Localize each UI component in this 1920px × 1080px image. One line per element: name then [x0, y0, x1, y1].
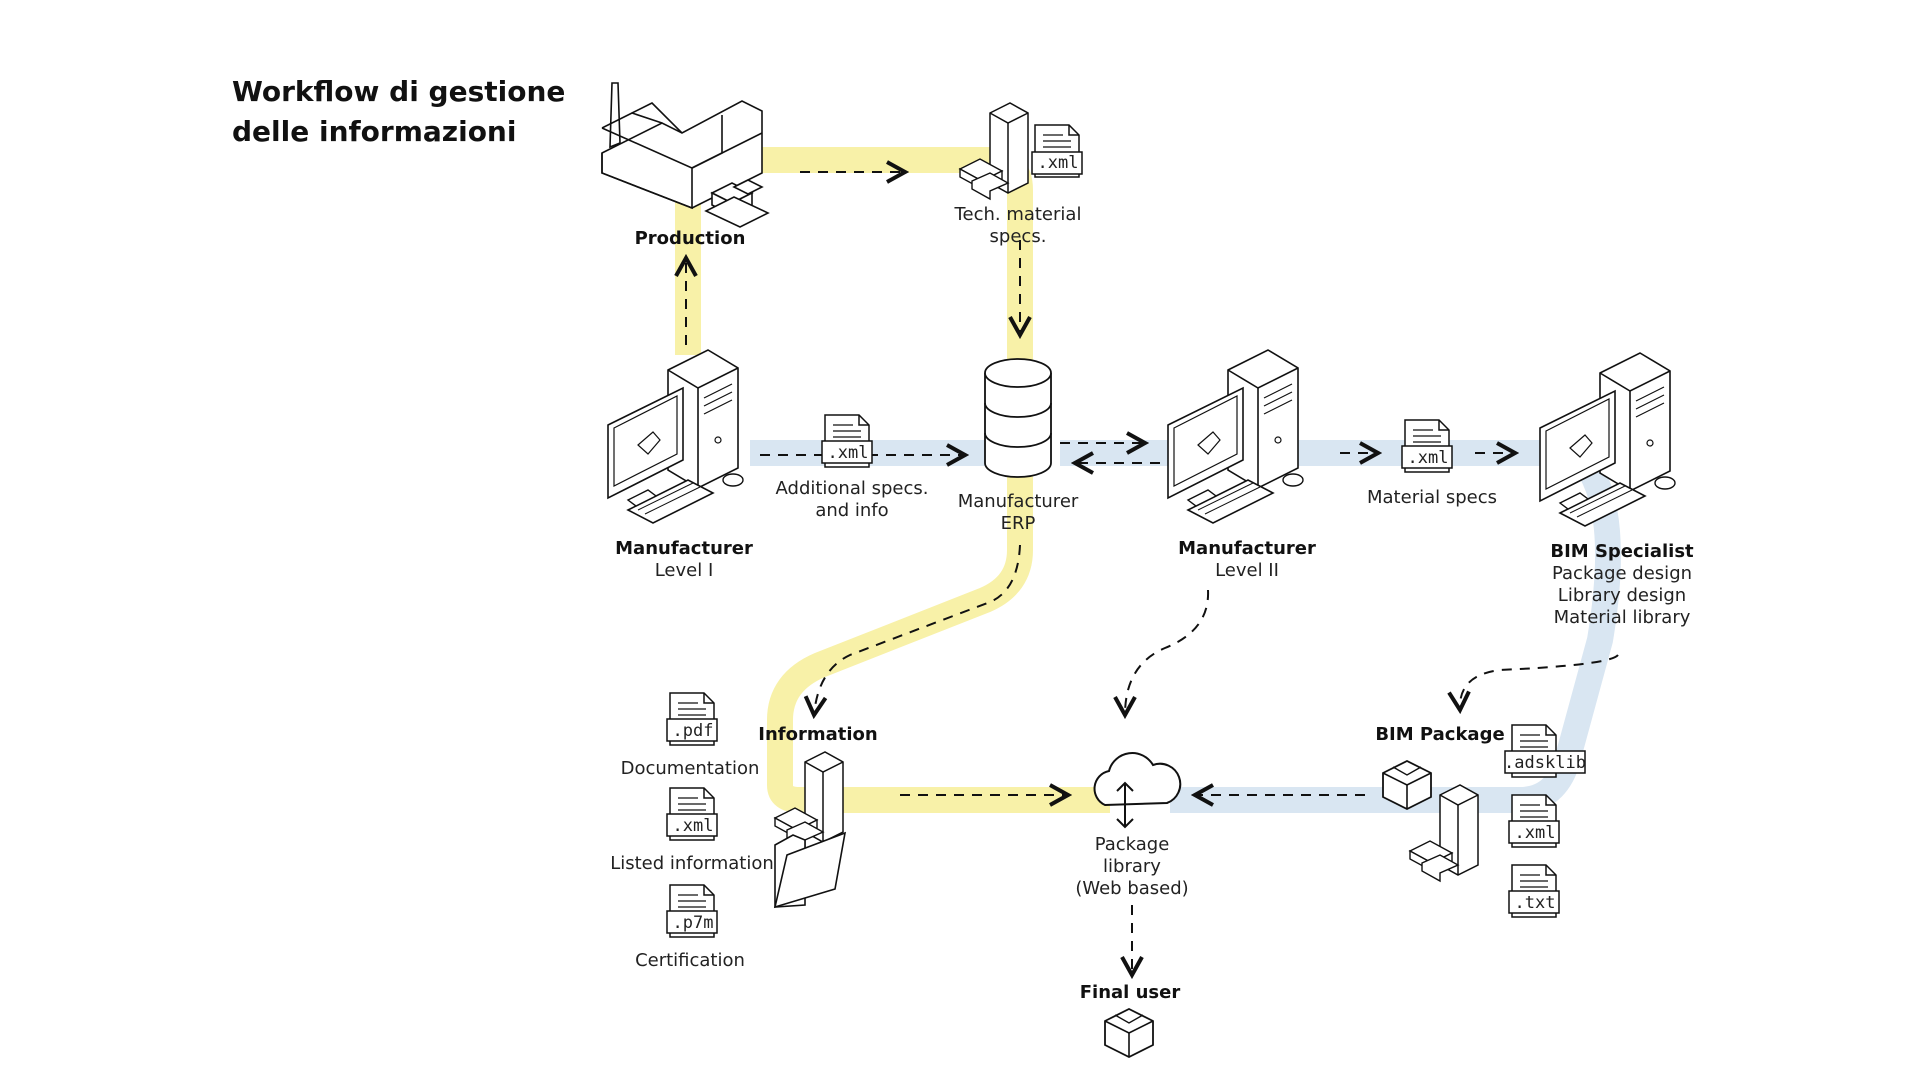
title-line-2: delle informazioni [232, 115, 517, 148]
node-name: Production [634, 228, 746, 249]
factory-icon [601, 82, 770, 228]
node-name: Information [758, 724, 878, 745]
node-tech-specs: Tech. material specs. [955, 204, 1082, 248]
node-bim-package: BIM Package [1375, 724, 1504, 746]
file-ext-label: .xml [1037, 153, 1079, 173]
node-line: Listed information [610, 853, 774, 874]
node-documentation: Documentation [621, 758, 760, 780]
node-bim-specialist: BIM Specialist Package design Library de… [1550, 541, 1693, 629]
node-line: Package [1094, 834, 1170, 855]
node-name: BIM Package [1375, 724, 1505, 745]
title-line-1: Workflow di gestione [232, 75, 566, 108]
node-line: Tech. material [954, 204, 1082, 225]
document-icon [1508, 794, 1560, 848]
document-icon [666, 692, 718, 746]
file-ext-label: .txt [1514, 893, 1556, 913]
node-sub: Level I [654, 560, 714, 581]
file-ext-label: .adsklib [1504, 753, 1586, 773]
node-name: Final user [1079, 982, 1181, 1003]
document-icon [666, 884, 718, 938]
document-icon [1508, 864, 1560, 918]
node-final-user: Final user [1080, 982, 1180, 1004]
node-line: Manufacturer [957, 491, 1079, 512]
document-icon [1504, 724, 1586, 778]
node-line: Additional specs. [775, 478, 929, 499]
file-ext-label: .p7m [672, 913, 714, 933]
box-icon [1104, 1008, 1154, 1058]
document-icon [1031, 124, 1083, 178]
node-line: library [1103, 856, 1161, 877]
node-erp: Manufacturer ERP [958, 491, 1079, 535]
node-line: Documentation [620, 758, 760, 779]
node-manufacturer-1: Manufacturer Level I [615, 538, 753, 582]
node-line: Library design [1557, 585, 1687, 606]
node-line: ERP [1000, 513, 1036, 534]
file-ext-label: .xml [1407, 448, 1449, 468]
document-icon [821, 414, 873, 468]
node-line: Material library [1553, 607, 1691, 628]
computer-icon [1539, 352, 1676, 527]
node-additional-specs: Additional specs. and info [776, 478, 929, 522]
database-icon [984, 358, 1052, 478]
file-ext-label: .xml [672, 816, 714, 836]
node-certification: Certification [635, 950, 745, 972]
node-package-library: Package library (Web based) [1075, 834, 1188, 900]
computer-icon [607, 349, 744, 524]
node-name: BIM Specialist [1550, 541, 1694, 562]
file-ext-label: .pdf [672, 721, 714, 741]
node-sub: Level II [1215, 560, 1279, 581]
node-line: specs. [989, 226, 1047, 247]
node-name: Manufacturer [1178, 538, 1316, 559]
page-title: Workflow di gestione delle informazioni [232, 72, 565, 152]
node-line: Certification [635, 950, 745, 971]
node-line: and info [815, 500, 889, 521]
node-manufacturer-2: Manufacturer Level II [1178, 538, 1316, 582]
document-icon [1401, 419, 1453, 473]
document-icon [666, 787, 718, 841]
node-line: (Web based) [1075, 878, 1189, 899]
cloud-icon [1093, 752, 1182, 829]
flow-arrows [686, 172, 1619, 975]
node-material-specs: Material specs [1367, 487, 1497, 509]
folder-icon [773, 831, 847, 909]
computer-icon [1167, 349, 1304, 524]
file-ext-label: .xml [1514, 823, 1556, 843]
node-production: Production [635, 228, 746, 250]
file-ext-label: .xml [827, 443, 869, 463]
node-information: Information [758, 724, 877, 746]
node-listed-info: Listed information [610, 853, 774, 875]
node-line: Material specs [1367, 487, 1497, 508]
node-line: Package design [1551, 563, 1693, 584]
node-name: Manufacturer [615, 538, 753, 559]
